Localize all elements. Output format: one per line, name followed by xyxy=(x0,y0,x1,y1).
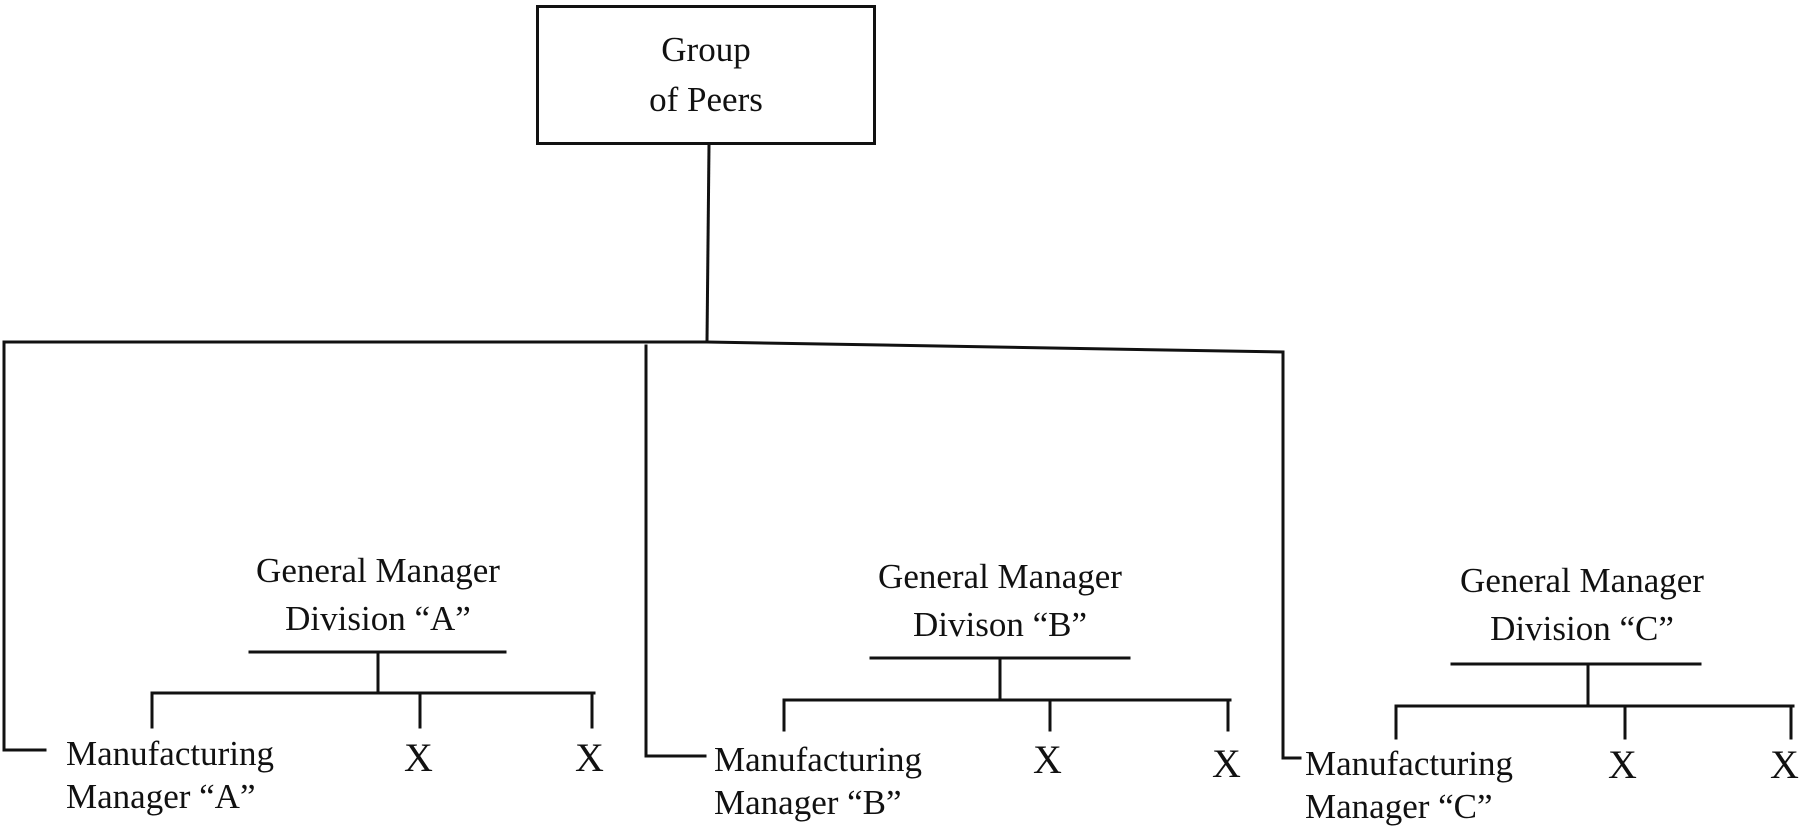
peer-connector-b xyxy=(644,344,707,758)
main-bus xyxy=(2,340,1285,354)
mgr-b-line1: Manufacturing xyxy=(714,740,922,779)
gm-c-division: Division “C” xyxy=(1490,609,1674,648)
position-a-1: X xyxy=(404,735,433,780)
gm-c-title: General Manager xyxy=(1460,561,1704,600)
general-manager-c: General Manager Division “C” xyxy=(1432,557,1732,653)
root-connector xyxy=(705,143,711,344)
peer-connector-a xyxy=(2,340,47,752)
gm-a-division: Division “A” xyxy=(285,599,471,638)
mgr-c-line2: Manager “C” xyxy=(1305,787,1493,826)
mgr-b-line2: Manager “B” xyxy=(714,783,902,822)
manufacturing-manager-c: Manufacturing Manager “C” xyxy=(1305,742,1513,828)
mgr-a-line2: Manager “A” xyxy=(66,777,256,816)
gm-b-title: General Manager xyxy=(878,557,1122,596)
position-c-2: X xyxy=(1770,742,1799,787)
position-b-2: X xyxy=(1212,741,1241,786)
gm-b-division: Divison “B” xyxy=(912,605,1087,644)
manufacturing-manager-a: Manufacturing Manager “A” xyxy=(66,732,274,818)
root-label-line1: Group xyxy=(661,30,751,69)
position-c-1: X xyxy=(1608,742,1637,787)
mgr-a-line1: Manufacturing xyxy=(66,734,274,773)
peer-connector-c xyxy=(1281,350,1302,760)
general-manager-b: General Manager Divison “B” xyxy=(850,553,1150,649)
position-b-1: X xyxy=(1033,737,1062,782)
manufacturing-manager-b: Manufacturing Manager “B” xyxy=(714,738,922,824)
group-of-peers-node: Group of Peers xyxy=(536,5,876,145)
general-manager-a: General Manager Division “A” xyxy=(228,547,528,643)
root-label-line2: of Peers xyxy=(649,80,763,119)
mgr-c-line1: Manufacturing xyxy=(1305,744,1513,783)
position-a-2: X xyxy=(575,735,604,780)
gm-a-title: General Manager xyxy=(256,551,500,590)
